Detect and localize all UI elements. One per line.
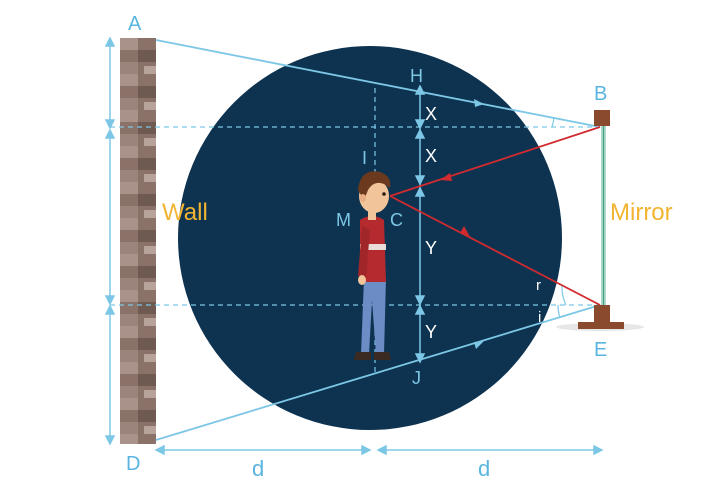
label-y-lower: Y [425, 322, 437, 342]
label-x-lower: X [425, 146, 437, 166]
label-d: D [126, 453, 140, 475]
label-c: C [390, 210, 403, 230]
ray-b-to-eye [389, 126, 601, 197]
label-d-right: d [478, 456, 490, 481]
ray-eye-to-e [389, 195, 601, 306]
label-i: I [362, 148, 367, 168]
angle-arc-top [551, 116, 555, 128]
label-angle-i: i [538, 309, 541, 326]
wall-label: Wall [162, 199, 208, 226]
angle-arc-r [561, 285, 567, 306]
mirror-label: Mirror [610, 199, 673, 226]
boy-figure [354, 171, 391, 360]
label-y-upper: Y [425, 238, 437, 258]
ray-b-eye-arrow [440, 173, 452, 181]
bottom-distance-arrows [154, 444, 604, 456]
label-d-left: d [252, 456, 264, 481]
label-h: H [410, 66, 423, 86]
label-e: E [594, 339, 607, 361]
ray-d-to-e [155, 304, 601, 441]
label-angle-r: r [536, 277, 541, 294]
ray-a-b-arrow [474, 99, 484, 107]
angle-arc-i [557, 304, 561, 319]
label-b: B [594, 83, 607, 105]
wall-dimension-arrows [104, 36, 116, 446]
label-a: A [128, 13, 142, 35]
wall-bricks [120, 38, 156, 444]
ray-eye-e-arrow [460, 226, 470, 237]
ray-a-to-b [155, 39, 601, 128]
label-x-upper: X [425, 104, 437, 124]
ray-d-e-arrow [474, 341, 484, 349]
mirror [556, 110, 644, 331]
label-m: M [336, 210, 351, 230]
label-j: J [412, 368, 421, 388]
